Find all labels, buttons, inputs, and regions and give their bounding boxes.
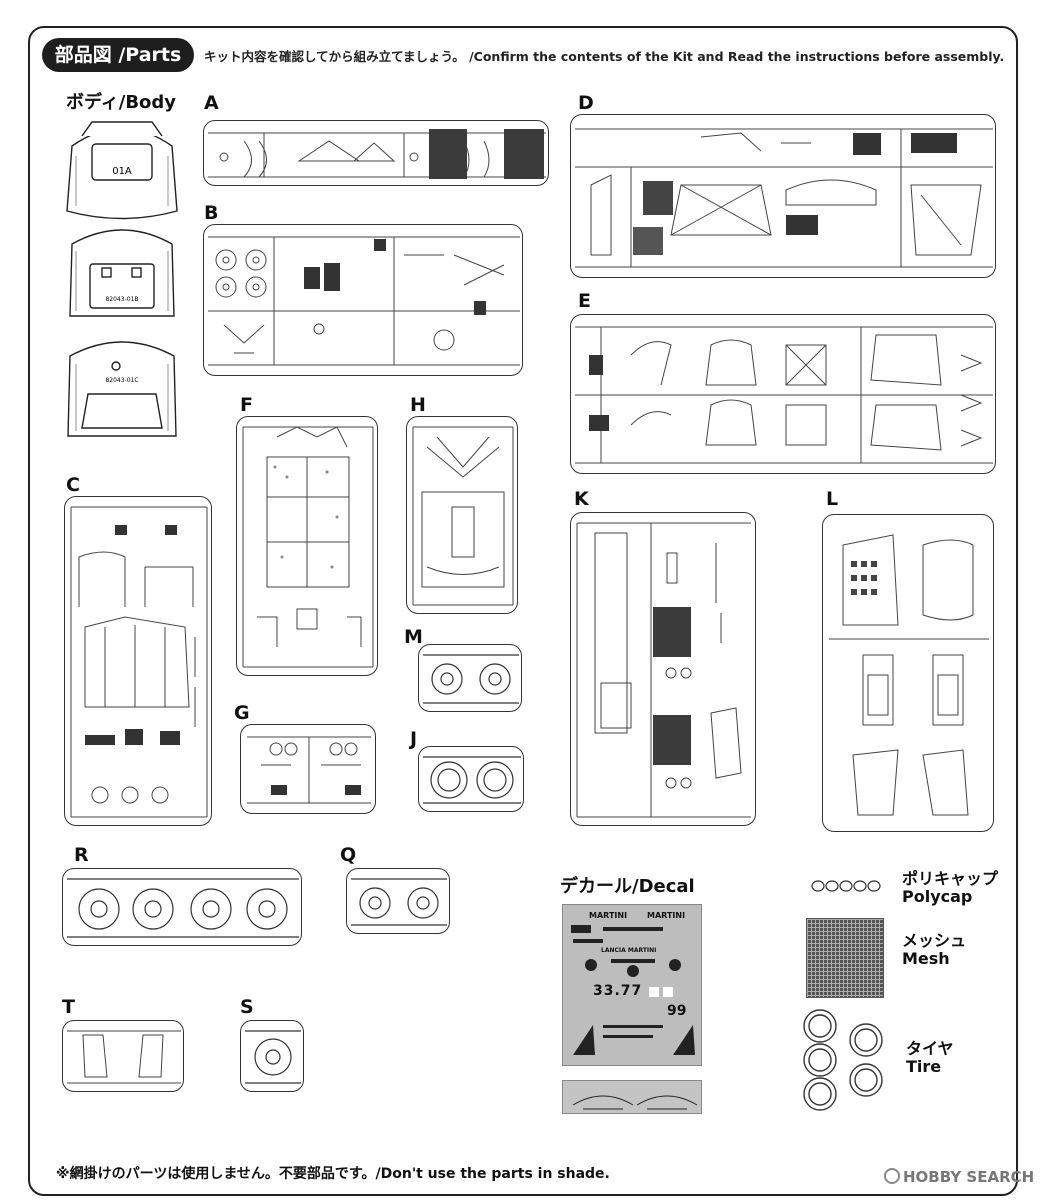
runner-label-r: R: [74, 844, 89, 866]
decal-number-right: 99: [667, 1003, 687, 1019]
mesh-label-en: Mesh: [902, 949, 950, 968]
decal-label: デカール/Decal: [560, 876, 695, 897]
decal-text-martini-1: MARTINI: [589, 911, 628, 920]
polycap-label-jp: ポリキャップ: [902, 869, 999, 888]
body-shell-diagram: 01A 82043-01B 82043-01C: [66, 121, 178, 437]
runner-j: [418, 746, 524, 812]
runner-d: [570, 114, 996, 278]
decal-text-martini-2: MARTINI: [647, 911, 686, 920]
runner-t: [62, 1020, 184, 1092]
runner-e: [570, 314, 996, 474]
body-section-label: ボディ/Body: [66, 92, 177, 113]
polycap-label-en: Polycap: [902, 887, 973, 906]
decal-text-lancia-martini: LANCIA MARTINI: [601, 947, 657, 954]
decal-strip: [562, 1080, 702, 1114]
runner-h: [406, 416, 518, 614]
body-code-1: 01A: [112, 166, 132, 177]
runner-label-g: G: [234, 702, 250, 724]
runner-label-j: J: [410, 728, 418, 750]
page-title: 部品図 /Parts: [42, 38, 194, 72]
runner-label-e: E: [578, 290, 591, 312]
instruction-sheet-frame: [28, 26, 1018, 1196]
runner-label-q: Q: [340, 844, 357, 866]
footer-note: ※網掛けのパーツは使用しません。不要部品です。/Don't use the pa…: [56, 1166, 610, 1182]
watermark-text: HOBBY SEARCH: [903, 1168, 1035, 1186]
runner-m: [418, 644, 522, 712]
header-instruction-note: キット内容を確認してから組み立てましょう。 /Confirm the conte…: [204, 49, 1005, 64]
runner-label-a: A: [204, 92, 219, 114]
tire-label-jp: タイヤ: [906, 1039, 954, 1058]
runner-c: [64, 496, 212, 826]
tire-label-en: Tire: [906, 1057, 942, 1076]
decal-sheet: MARTINI MARTINI LANCIA MARTINI 33.77 99: [562, 904, 702, 1066]
runner-label-m: M: [404, 626, 423, 648]
runner-f: [236, 416, 378, 676]
watermark: HOBBY SEARCH: [884, 1168, 1034, 1186]
runner-k: [570, 512, 756, 826]
runner-label-b: B: [204, 202, 219, 224]
polycap-parts: [811, 880, 881, 892]
mesh-part: [806, 918, 884, 998]
runner-s: [240, 1020, 304, 1092]
runner-a: [203, 120, 549, 186]
runner-g: [240, 724, 376, 814]
runner-r: [62, 868, 302, 946]
runner-label-k: K: [574, 488, 589, 510]
runner-label-l: L: [826, 488, 839, 510]
runner-label-s: S: [240, 996, 254, 1018]
runner-label-d: D: [578, 92, 594, 114]
runner-label-c: C: [66, 474, 80, 496]
runner-l: [822, 514, 994, 832]
decal-number-left: 33.77: [593, 983, 643, 999]
mesh-label-jp: メッシュ: [902, 931, 967, 950]
runner-b: [203, 224, 523, 376]
runner-label-h: H: [410, 394, 426, 416]
hobbysearch-logo-icon: [884, 1168, 900, 1184]
tire-parts: [803, 1009, 883, 1111]
body-code-3: 82043-01C: [105, 377, 138, 384]
body-code-2: 82043-01B: [105, 296, 138, 303]
runner-label-f: F: [240, 394, 253, 416]
runner-label-t: T: [62, 996, 75, 1018]
runner-q: [346, 868, 450, 934]
